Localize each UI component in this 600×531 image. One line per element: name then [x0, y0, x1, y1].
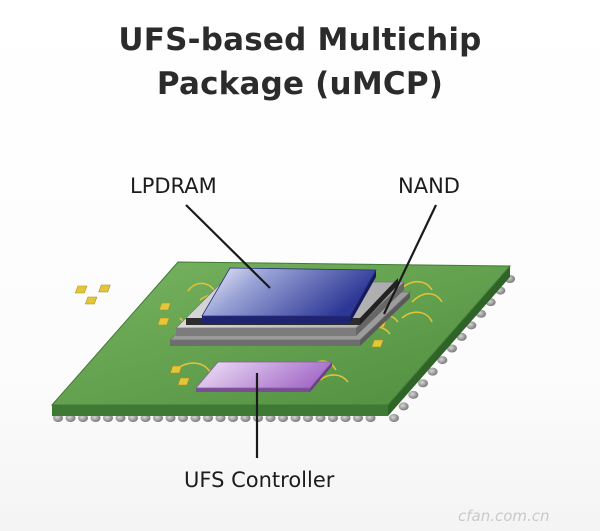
- solder-ball: [398, 402, 409, 411]
- title-line-2: Package (uMCP): [156, 66, 444, 102]
- nand-leader: [383, 204, 437, 315]
- solder-ball: [437, 356, 448, 365]
- solder-ball: [447, 344, 457, 353]
- solder-ball: [408, 390, 419, 399]
- lpdram-leader: [185, 204, 271, 289]
- solder-ball: [427, 367, 438, 376]
- lpdram-chip: [201, 267, 377, 323]
- title-line-1: UFS-based Multichip: [118, 22, 482, 58]
- solder-ball: [418, 379, 428, 388]
- pcb-front-edge: [52, 405, 388, 416]
- nand-label: NAND: [398, 174, 460, 198]
- solder-ball: [389, 414, 399, 422]
- ufs-controller-chip: [195, 361, 333, 392]
- diagram-title: UFS-based Multichip Package (uMCP): [0, 18, 600, 106]
- source-watermark: cfan.com.cn: [458, 507, 550, 525]
- leader-lines: [185, 204, 437, 458]
- ufs-controller-label: UFS Controller: [184, 468, 335, 492]
- lpdram-label: LPDRAM: [130, 174, 217, 198]
- pcb-right-edge: [388, 266, 510, 416]
